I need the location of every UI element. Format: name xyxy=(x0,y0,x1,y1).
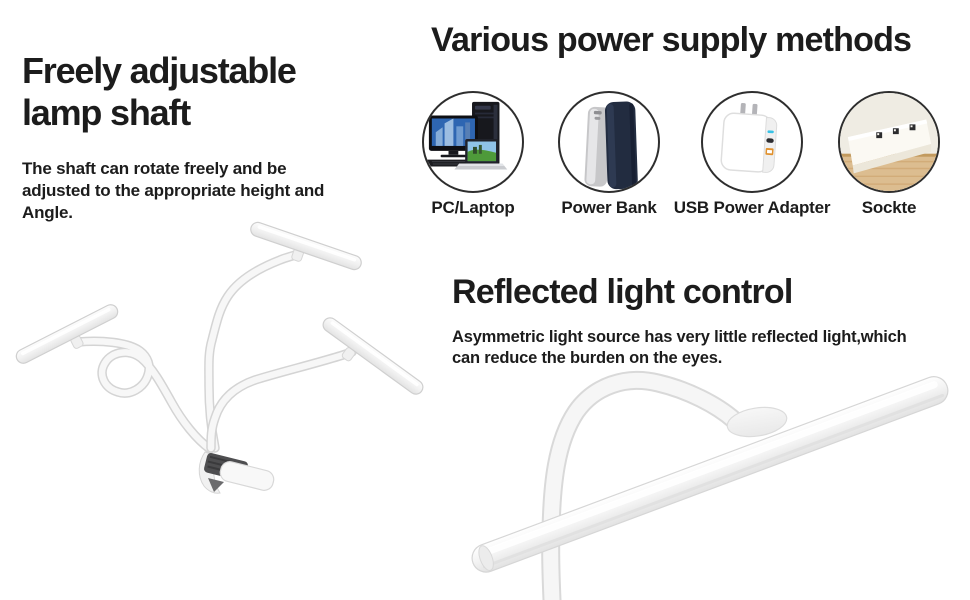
reflected-light-description: Asymmetric light source has very little … xyxy=(452,327,907,368)
power-method-label: Power Bank xyxy=(561,198,657,217)
power-method-power-bank: Power Bank xyxy=(534,91,684,218)
power-method-usb-adapter: USB Power Adapter xyxy=(674,91,830,218)
power-method-pc-laptop: PC/Laptop xyxy=(398,91,548,218)
power-method-socket: Sockte xyxy=(814,91,964,218)
power-method-label: Sockte xyxy=(861,198,917,217)
reflected-light-section: Reflected light control Asymmetric light… xyxy=(452,272,967,370)
socket-icon xyxy=(838,91,940,193)
lamp-head-illustration xyxy=(471,370,949,600)
power-method-label: PC/Laptop xyxy=(431,198,515,217)
adjustable-shaft-description: The shaft can rotate freely and be adjus… xyxy=(22,159,325,223)
usb-power-adapter-icon xyxy=(701,91,803,193)
power-supply-title: Various power supply methods xyxy=(431,21,912,59)
lamp-three-poses-illustration xyxy=(15,221,424,494)
adjustable-shaft-title: Freely adjustable lamp shaft xyxy=(22,50,297,134)
power-method-label: USB Power Adapter xyxy=(673,198,831,217)
power-supply-section: Various power supply methods xyxy=(431,20,969,61)
clamp-base xyxy=(198,451,275,494)
adjustable-shaft-section: Freely adjustable lamp shaft The shaft c… xyxy=(22,50,422,225)
reflected-light-title: Reflected light control xyxy=(452,273,793,311)
pc-laptop-icon xyxy=(422,91,524,193)
power-bank-icon xyxy=(558,91,660,193)
